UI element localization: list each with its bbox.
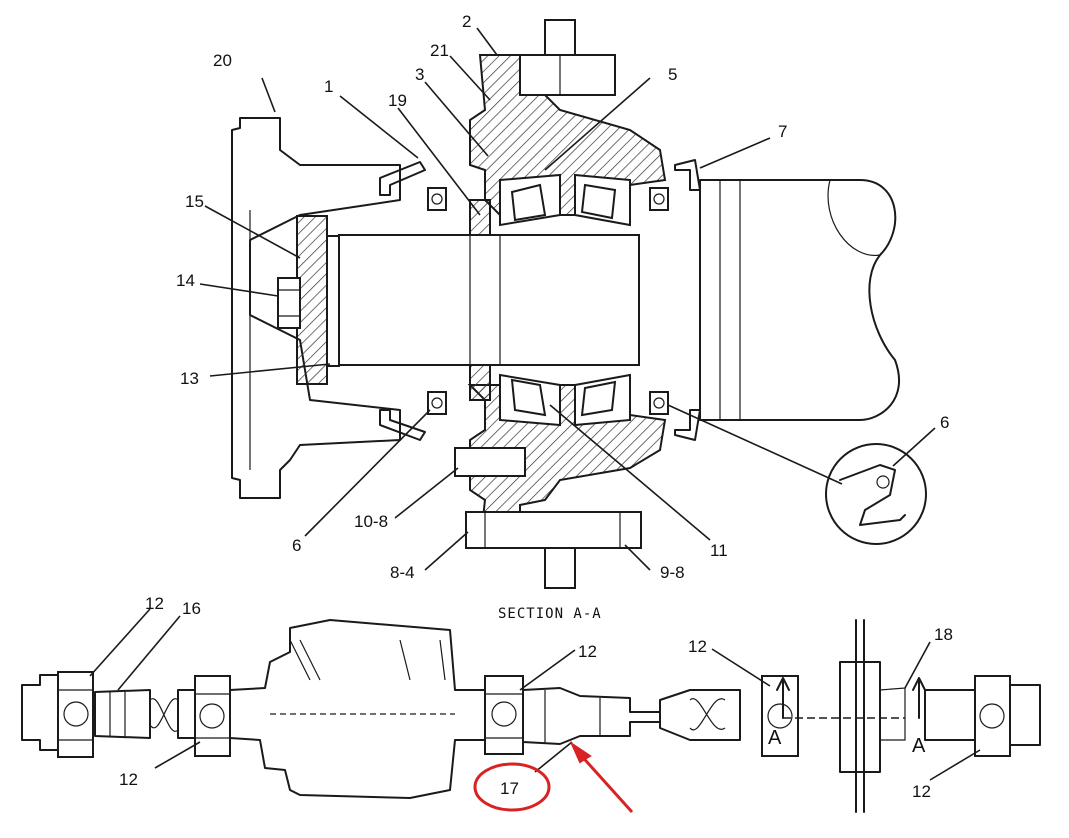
callout-11: 11 (710, 541, 728, 560)
callout-21: 21 (430, 41, 449, 60)
section-mark-a-right: A (912, 735, 926, 757)
callout-16: 16 (182, 599, 201, 618)
callout-18: 18 (934, 625, 953, 644)
callout-13: 13 (180, 369, 199, 388)
callout-10-8: 10-8 (354, 512, 388, 531)
callout-14: 14 (176, 271, 195, 290)
callout-12-b: 12 (119, 770, 138, 789)
detail-circle (825, 443, 927, 545)
seal-rear-upper (649, 187, 669, 211)
callout-15: 15 (185, 192, 204, 211)
highlight-arrow (569, 741, 634, 814)
driveline-view (21, 619, 1041, 813)
callout-3: 3 (415, 65, 424, 84)
bolt-head (277, 277, 301, 329)
upper-leaders (199, 27, 936, 571)
section-mark-a-left: A (768, 727, 782, 749)
callout-1: 1 (324, 77, 333, 96)
differential-housing (229, 619, 491, 799)
callout-20: 20 (213, 51, 232, 70)
retainer-plate (296, 215, 328, 385)
highlight-circle (473, 762, 551, 812)
bearing-upper (499, 173, 631, 227)
pinion-shaft (338, 234, 640, 366)
highlight-annotation: 17 (473, 741, 634, 814)
callout-19: 19 (388, 91, 407, 110)
callout-7: 7 (778, 122, 787, 141)
callout-8-4: 8-4 (390, 563, 415, 582)
callout-2: 2 (462, 12, 471, 31)
yoke-flange (231, 117, 401, 499)
o-ring (326, 235, 340, 367)
callout-12-d: 12 (688, 637, 707, 656)
lower-leaders (89, 608, 981, 781)
callout-12-a: 12 (145, 594, 164, 613)
callout-17: 17 (500, 779, 519, 798)
callout-9-8: 9-8 (660, 563, 685, 582)
pinion-gear (699, 179, 901, 421)
seal-front-lower (427, 391, 447, 415)
callout-5: 5 (668, 65, 677, 84)
callout-12-e: 12 (912, 782, 931, 801)
seal-rear-lower (649, 391, 669, 415)
bearing-lower (499, 373, 631, 427)
callout-12-c: 12 (578, 642, 597, 661)
seal-front-upper (427, 187, 447, 211)
callout-6-left: 6 (292, 536, 301, 555)
upper-callouts: 20 1 19 3 21 2 5 7 15 14 13 6 10-8 8-4 9… (176, 12, 949, 582)
section-label: SECTION A-A (498, 606, 602, 622)
lower-callouts: 12 16 12 12 12 18 12 A A (119, 594, 953, 801)
callout-6-detail: 6 (940, 413, 949, 432)
section-view (231, 19, 927, 589)
yoke-shaft-17 (522, 687, 661, 745)
